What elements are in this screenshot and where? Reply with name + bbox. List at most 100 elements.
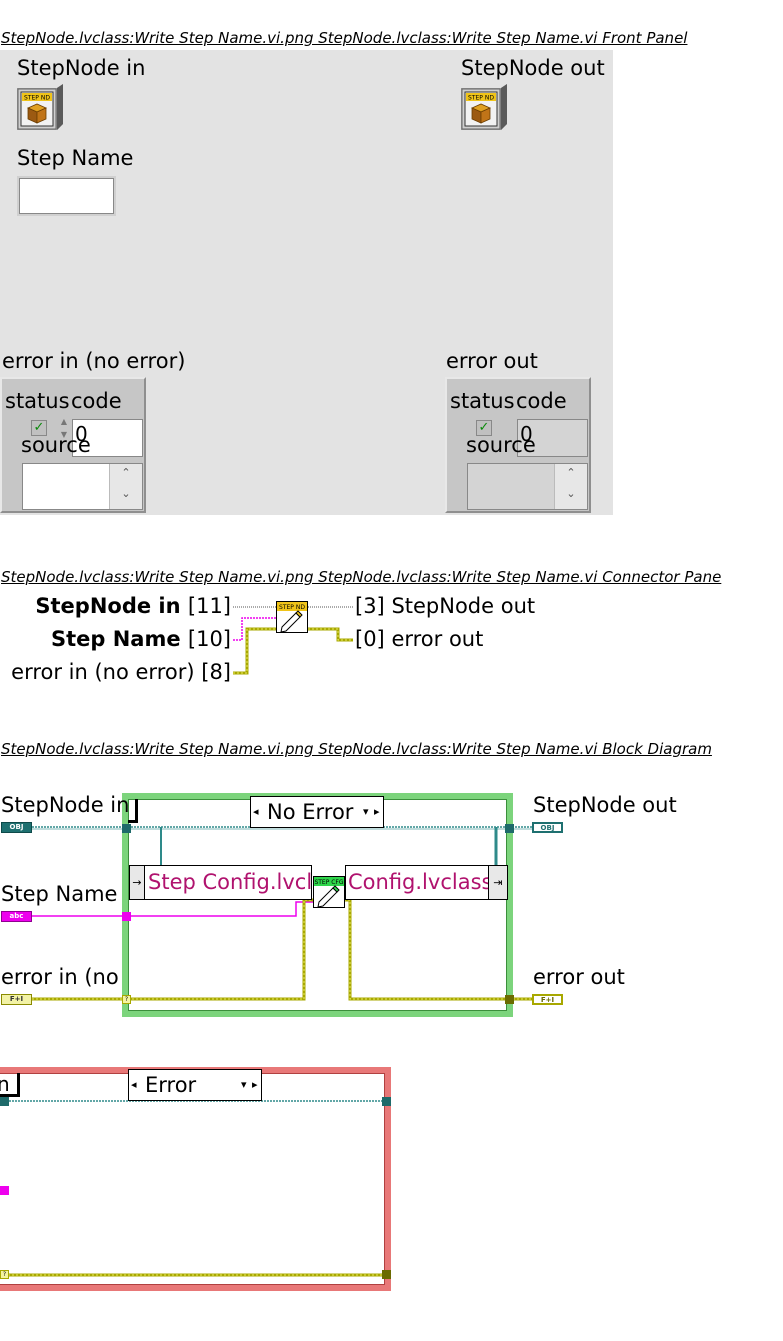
stepnode-in-label: StepNode in	[17, 56, 146, 80]
error-in-source-input[interactable]: ⌃ ⌄	[22, 463, 143, 510]
step-name-label: Step Name	[17, 146, 134, 170]
stepnode-in-control[interactable]: STEP ND	[17, 84, 63, 130]
cp-output-index: [3]	[355, 594, 385, 618]
cp-output-stepnode-out: [3] StepNode out	[355, 594, 535, 618]
unbundle-by-name-node[interactable]: → Step Config.lvcl	[129, 865, 312, 900]
bundle-arrow-icon: ⇥	[488, 866, 507, 899]
cp-input-stepnode-in: StepNode in [11]	[35, 594, 231, 618]
bd-error-out-terminal[interactable]: F+I	[532, 994, 563, 1005]
case-dropdown-icon[interactable]: ▾	[363, 805, 369, 818]
cp-input-step-name: Step Name [10]	[51, 627, 231, 651]
cp-input-index: [11]	[187, 594, 231, 618]
error-in-label: error in (no error)	[2, 349, 186, 373]
bundle-by-name-node[interactable]: Config.lvclass ⇥	[345, 865, 508, 900]
case-selector-no-error[interactable]: ◂ No Error ▾ ▸	[250, 796, 384, 828]
cp-output-label: error out	[391, 627, 484, 651]
case-selector-terminal: ?	[122, 995, 131, 1004]
front-panel-caption: StepNode.lvclass:Write Step Name.vi.png …	[1, 29, 688, 47]
case-prev-icon[interactable]: ◂	[253, 805, 259, 818]
step-config-subvi[interactable]: STEP CFG	[313, 876, 345, 908]
case-selector-error[interactable]: ◂ Error ▾ ▸	[128, 1069, 262, 1101]
error-in-cluster: status code ✓ ▲▼ 0 source ⌃ ⌄	[0, 377, 146, 513]
bd-step-name-terminal[interactable]: abc	[1, 911, 32, 922]
cp-input-label: Step Name	[50, 627, 181, 651]
connector-wires	[233, 606, 353, 675]
unbundle-element-label: Step Config.lvcl	[148, 870, 312, 894]
connector-pane-icon: STEP ND	[276, 601, 308, 633]
source-scrollbar[interactable]: ⌃ ⌄	[109, 464, 142, 509]
increment-decrement-icon[interactable]: ▲▼	[60, 417, 68, 439]
error-out-source-indicator: ⌃ ⌄	[467, 463, 588, 510]
scroll-up-icon[interactable]: ⌃	[566, 466, 576, 479]
error-in-source-label: source	[21, 433, 91, 457]
scroll-up-icon[interactable]: ⌃	[121, 466, 131, 479]
step-name-control	[17, 176, 116, 216]
case-next-icon[interactable]: ▸	[252, 1078, 258, 1091]
bd-stepnode-out-label: StepNode out	[533, 793, 677, 817]
case-next-icon[interactable]: ▸	[374, 805, 380, 818]
status-check-icon[interactable]: ✓	[31, 420, 47, 436]
class-icon-text: STEP ND	[468, 95, 494, 102]
case-frame-inner	[0, 1073, 385, 1285]
source-scrollbar[interactable]: ⌃ ⌄	[554, 464, 587, 509]
error-out-cluster: status code ✓ 0 source ⌃ ⌄	[445, 377, 591, 513]
stepnode-vi-icon: STEP ND	[276, 601, 308, 633]
bundle-element-label: Config.lvclass	[348, 870, 493, 894]
bd-stepnode-in-terminal[interactable]: OBJ	[1, 822, 32, 833]
cp-input-index: [8]	[201, 660, 231, 684]
error-in-status-label: status	[5, 389, 70, 413]
cp-input-label: error in (no error)	[11, 660, 195, 684]
bd-error-in-label: error in (no	[1, 965, 119, 989]
case-label: Error	[145, 1073, 197, 1097]
case-selector-bracket: n	[0, 1073, 20, 1097]
error-out-code-label: code	[516, 389, 567, 413]
stepnode-out-label: StepNode out	[461, 56, 605, 80]
error-in-source-value	[23, 467, 26, 483]
step-name-input[interactable]	[19, 178, 114, 214]
cp-output-label: StepNode out	[391, 594, 536, 618]
error-out-label: error out	[446, 349, 538, 373]
bd-step-name-label: Step Name	[1, 882, 118, 906]
class-icon-text: STEP ND	[24, 95, 50, 102]
class-icon: STEP ND	[461, 84, 507, 130]
vi-icon-text: STEP ND	[279, 604, 305, 611]
tunnel-class-out	[505, 824, 514, 833]
cp-input-error-in: error in (no error) [8]	[11, 660, 231, 684]
cp-input-label: StepNode in	[35, 594, 181, 618]
tunnel-error-out	[505, 995, 514, 1004]
error-out-source-value	[468, 467, 471, 483]
case-label: No Error	[267, 800, 354, 824]
stepnode-out-indicator: STEP ND	[461, 84, 507, 130]
tunnel-class-out	[382, 1097, 391, 1106]
error-case-wires	[0, 1100, 386, 1277]
connector-pane-caption: StepNode.lvclass:Write Step Name.vi.png …	[1, 568, 722, 586]
subvi-icon-text: STEP CFG	[314, 879, 343, 886]
tunnel-class-in	[122, 824, 131, 833]
bd-error-in-terminal[interactable]: F+I	[1, 994, 32, 1005]
case-selector-bracket	[128, 799, 138, 823]
error-out-source-label: source	[466, 433, 536, 457]
tunnel-string-in	[122, 912, 131, 921]
cp-output-index: [0]	[355, 627, 385, 651]
error-out-code-indicator: 0	[517, 419, 588, 457]
unbundle-arrow-icon: →	[130, 866, 145, 899]
tunnel-string-in	[0, 1186, 9, 1195]
bd-stepnode-in-label: StepNode in	[1, 793, 130, 817]
bd-stepnode-out-terminal[interactable]: OBJ	[532, 822, 563, 833]
case-selector-terminal: ?	[0, 1270, 9, 1279]
cp-output-error-out: [0] error out	[355, 627, 483, 651]
scroll-down-icon[interactable]: ⌄	[121, 487, 131, 500]
block-diagram-caption: StepNode.lvclass:Write Step Name.vi.png …	[1, 740, 712, 758]
step-config-subvi-icon: STEP CFG	[313, 876, 345, 908]
error-in-code-input[interactable]: 0	[72, 419, 143, 457]
scroll-down-icon[interactable]: ⌄	[566, 487, 576, 500]
status-check-icon: ✓	[476, 420, 492, 436]
tunnel-class-in	[0, 1097, 9, 1106]
case-dropdown-icon[interactable]: ▾	[241, 1078, 247, 1091]
tunnel-error-out	[382, 1270, 391, 1279]
case-prev-icon[interactable]: ◂	[131, 1078, 137, 1091]
class-icon: STEP ND	[17, 84, 63, 130]
error-in-code-label: code	[71, 389, 122, 413]
error-out-status-label: status	[450, 389, 515, 413]
bd-error-out-label: error out	[533, 965, 625, 989]
